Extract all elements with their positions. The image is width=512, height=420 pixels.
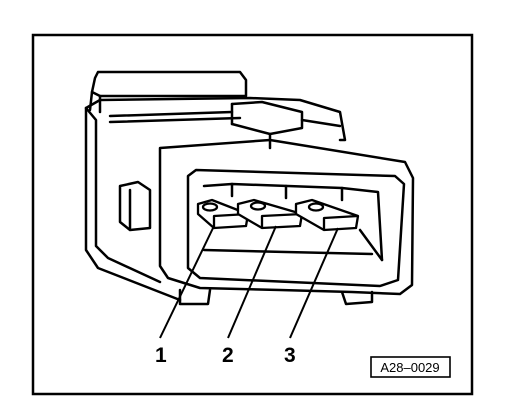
reference-code: A28–0029 (380, 360, 439, 375)
terminal-pins (196, 198, 360, 232)
figure-frame (31, 33, 474, 396)
leader-line-3 (289, 227, 339, 339)
leader-line-1 (159, 225, 215, 339)
connector-housing (84, 70, 415, 306)
callout-1: 1 (155, 344, 167, 367)
side-latch (118, 180, 152, 232)
mounting-lug-right (340, 290, 374, 306)
reference-code-box (370, 356, 451, 378)
front-shroud (158, 138, 415, 296)
terminal-2 (236, 198, 304, 230)
rear-flange (90, 70, 248, 98)
callout-2: 2 (222, 344, 234, 367)
leader-lines (159, 225, 339, 339)
terminal-3 (294, 198, 360, 232)
mounting-lug-left (178, 288, 212, 306)
callout-3: 3 (284, 344, 296, 367)
housing-back (98, 96, 347, 142)
terminal-1 (196, 198, 250, 230)
leader-line-2 (227, 225, 277, 339)
